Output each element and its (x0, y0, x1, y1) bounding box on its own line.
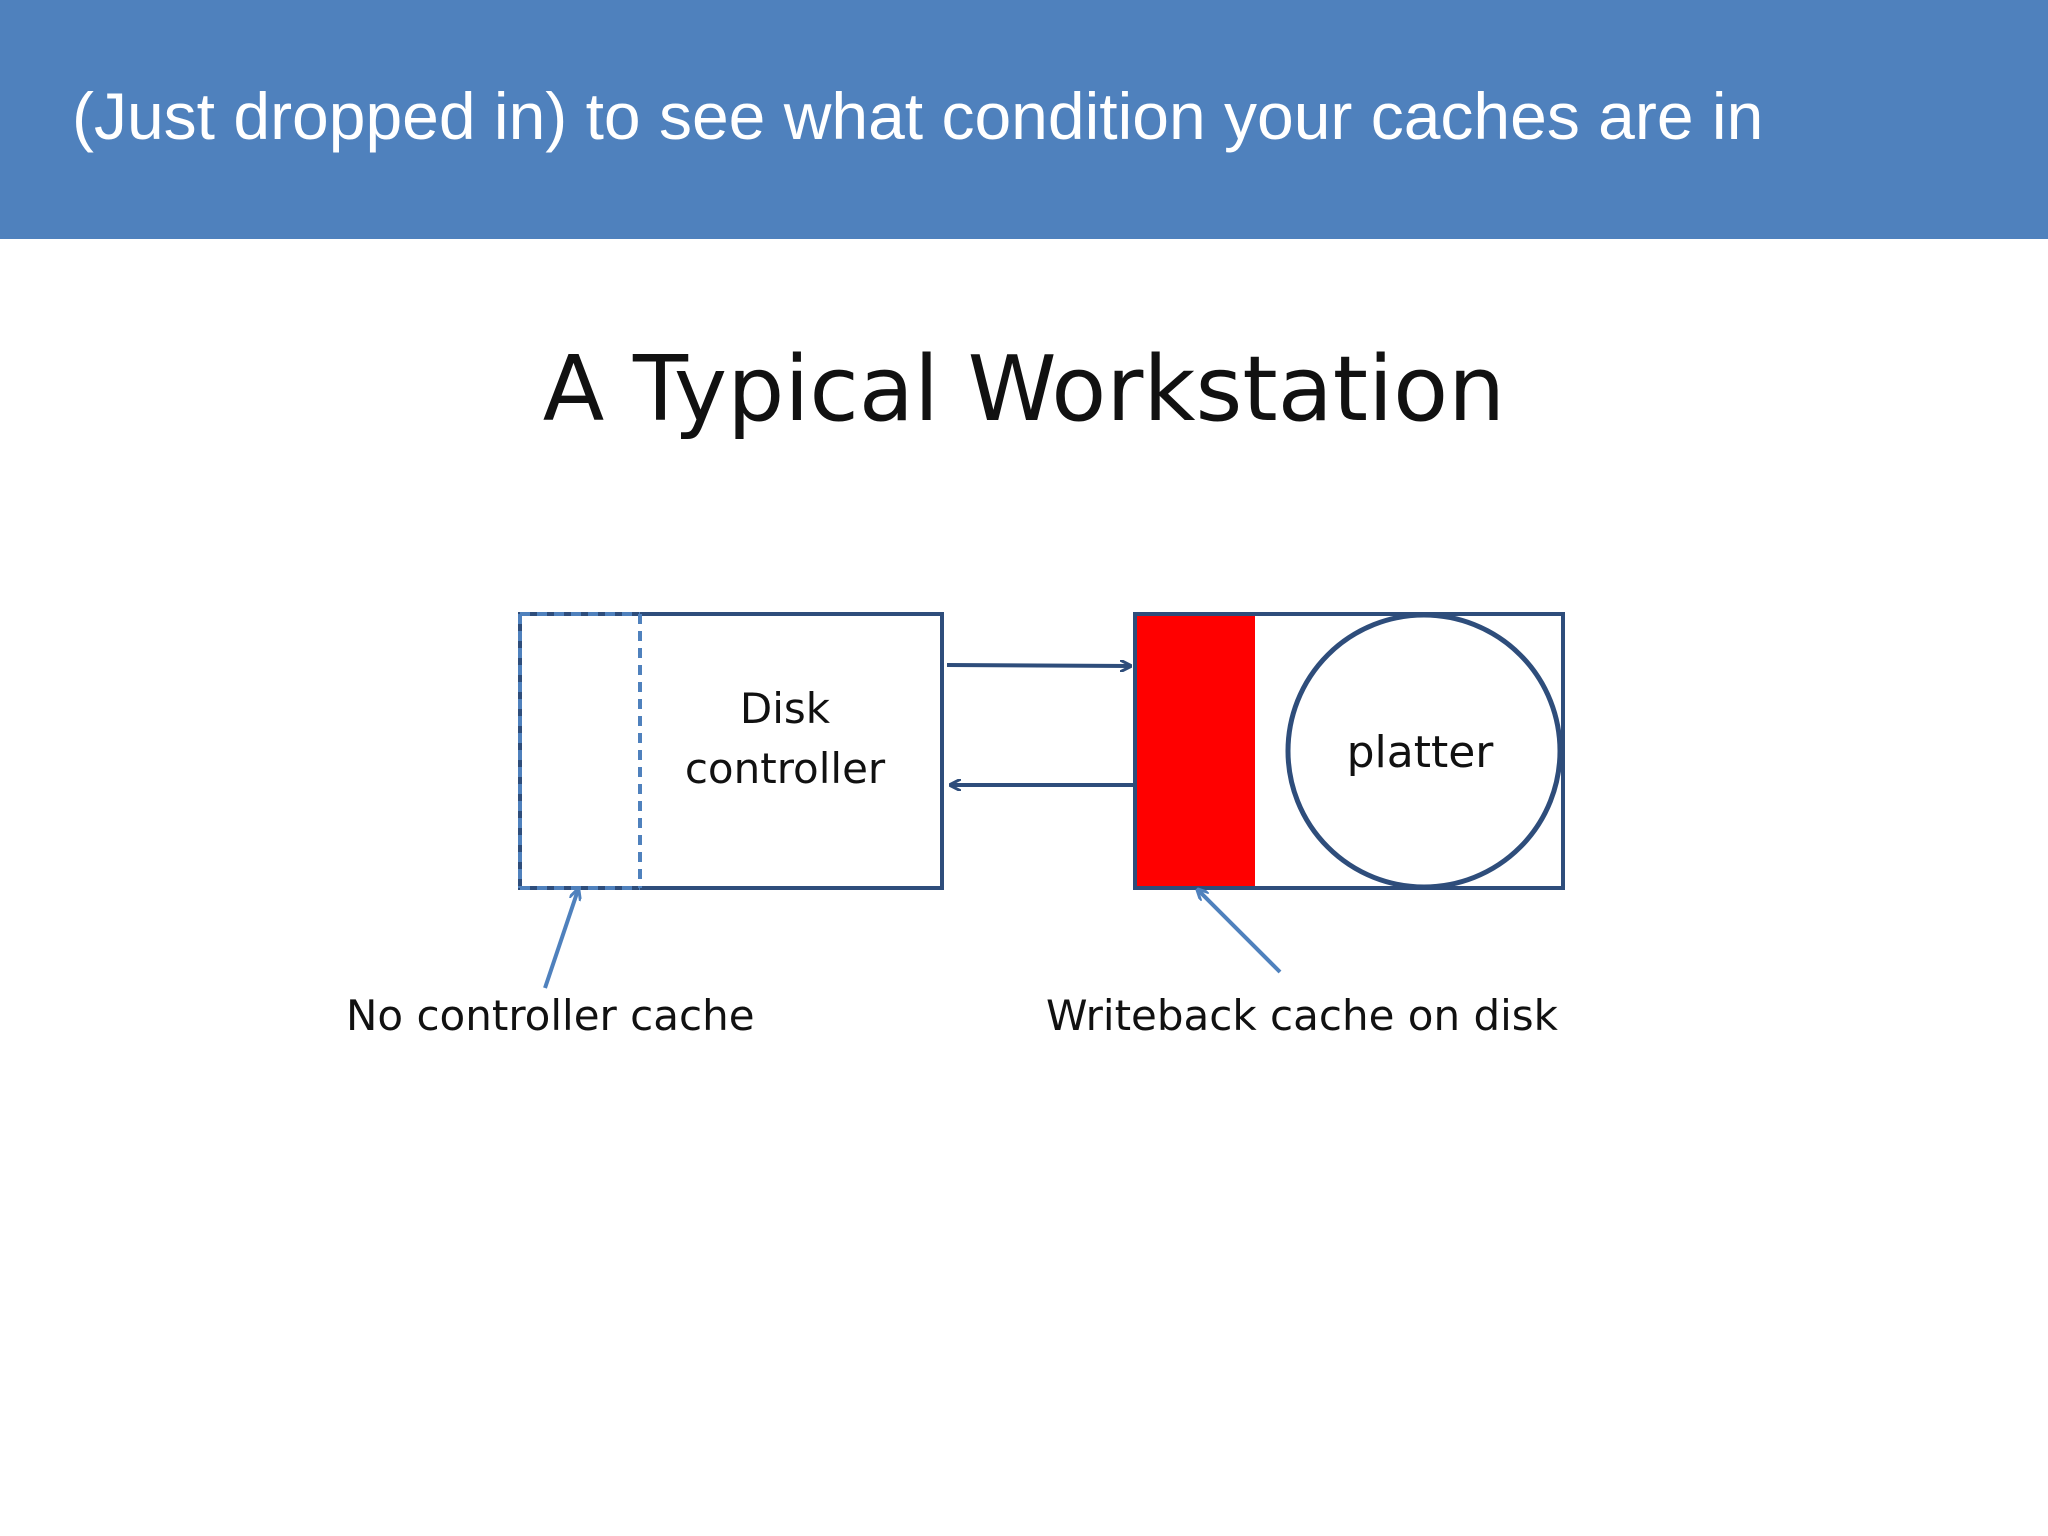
platter-label: platter (1347, 727, 1495, 778)
disk-outline (1133, 612, 1565, 890)
slide-title: A Typical Workstation (542, 337, 1506, 442)
disk-controller-box: Disk controller (518, 612, 944, 890)
callout-arrow-right (1198, 890, 1282, 974)
arrow-to-disk (946, 665, 1130, 666)
controller-label-line1: Disk (740, 684, 831, 733)
disk-box: platter (1133, 612, 1565, 890)
callout-arrow-left (543, 890, 578, 989)
callout-writeback-cache-on-disk: Writeback cache on disk (1046, 991, 1559, 1040)
controller-label-line2: controller (685, 744, 886, 793)
platter-circle (1285, 612, 1563, 890)
disk-writeback-cache (1135, 614, 1255, 888)
header-title: (Just dropped in) to see what condition … (72, 79, 1764, 153)
callout-no-controller-cache: No controller cache (346, 991, 755, 1040)
header-bar: (Just dropped in) to see what condition … (0, 0, 2048, 239)
